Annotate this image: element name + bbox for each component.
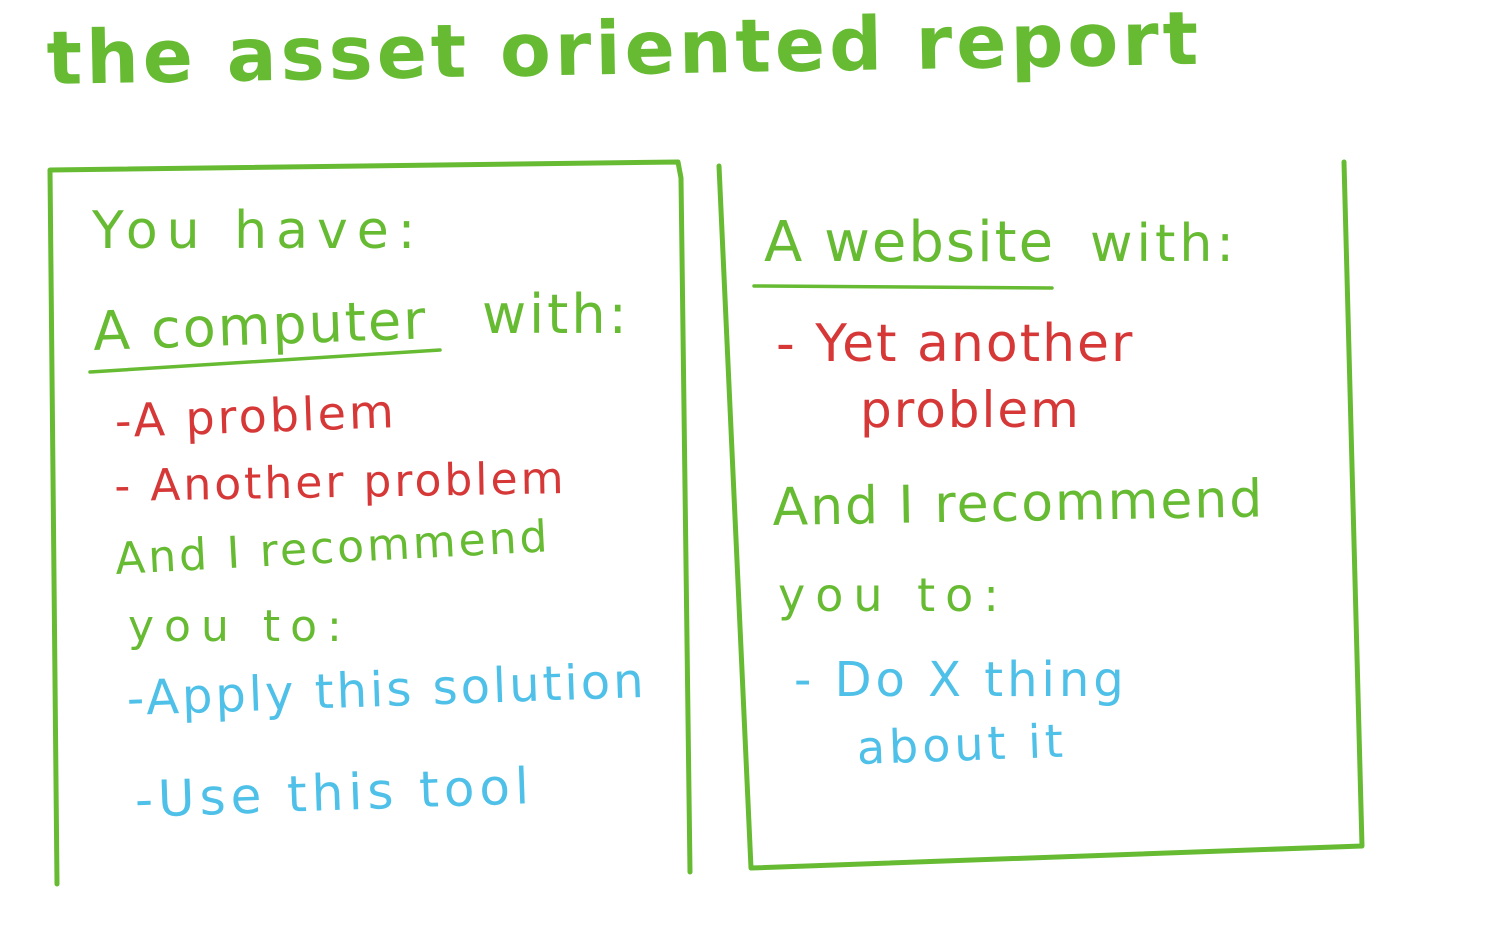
page-title: the asset oriented report xyxy=(45,0,1203,102)
left-asset-suffix: with: xyxy=(482,283,630,346)
right-recommend-line2: you to: xyxy=(778,568,1009,622)
right-box-outline xyxy=(716,159,1365,871)
left-problem-1: -A problem xyxy=(113,384,398,448)
left-asset-label: A computer xyxy=(91,288,429,363)
right-asset-underline xyxy=(752,284,1054,290)
right-solution-line1: - Do X thing xyxy=(794,652,1128,708)
right-solution-line2: about it xyxy=(855,713,1068,775)
left-problem-2: - Another problem xyxy=(113,453,567,512)
right-problem-line1: - Yet another xyxy=(776,314,1135,374)
right-problem-line2: problem xyxy=(860,381,1081,439)
left-solution-2: -Use this tool xyxy=(133,757,535,829)
right-asset-label: A website xyxy=(764,210,1056,275)
left-intro: You have: xyxy=(92,201,425,261)
right-recommend-line1: And I recommend xyxy=(771,469,1265,538)
left-box-outline xyxy=(47,159,693,887)
left-recommend-line2: you to: xyxy=(128,601,352,652)
right-asset-suffix: with: xyxy=(1090,214,1238,274)
left-asset-underline xyxy=(88,348,442,374)
